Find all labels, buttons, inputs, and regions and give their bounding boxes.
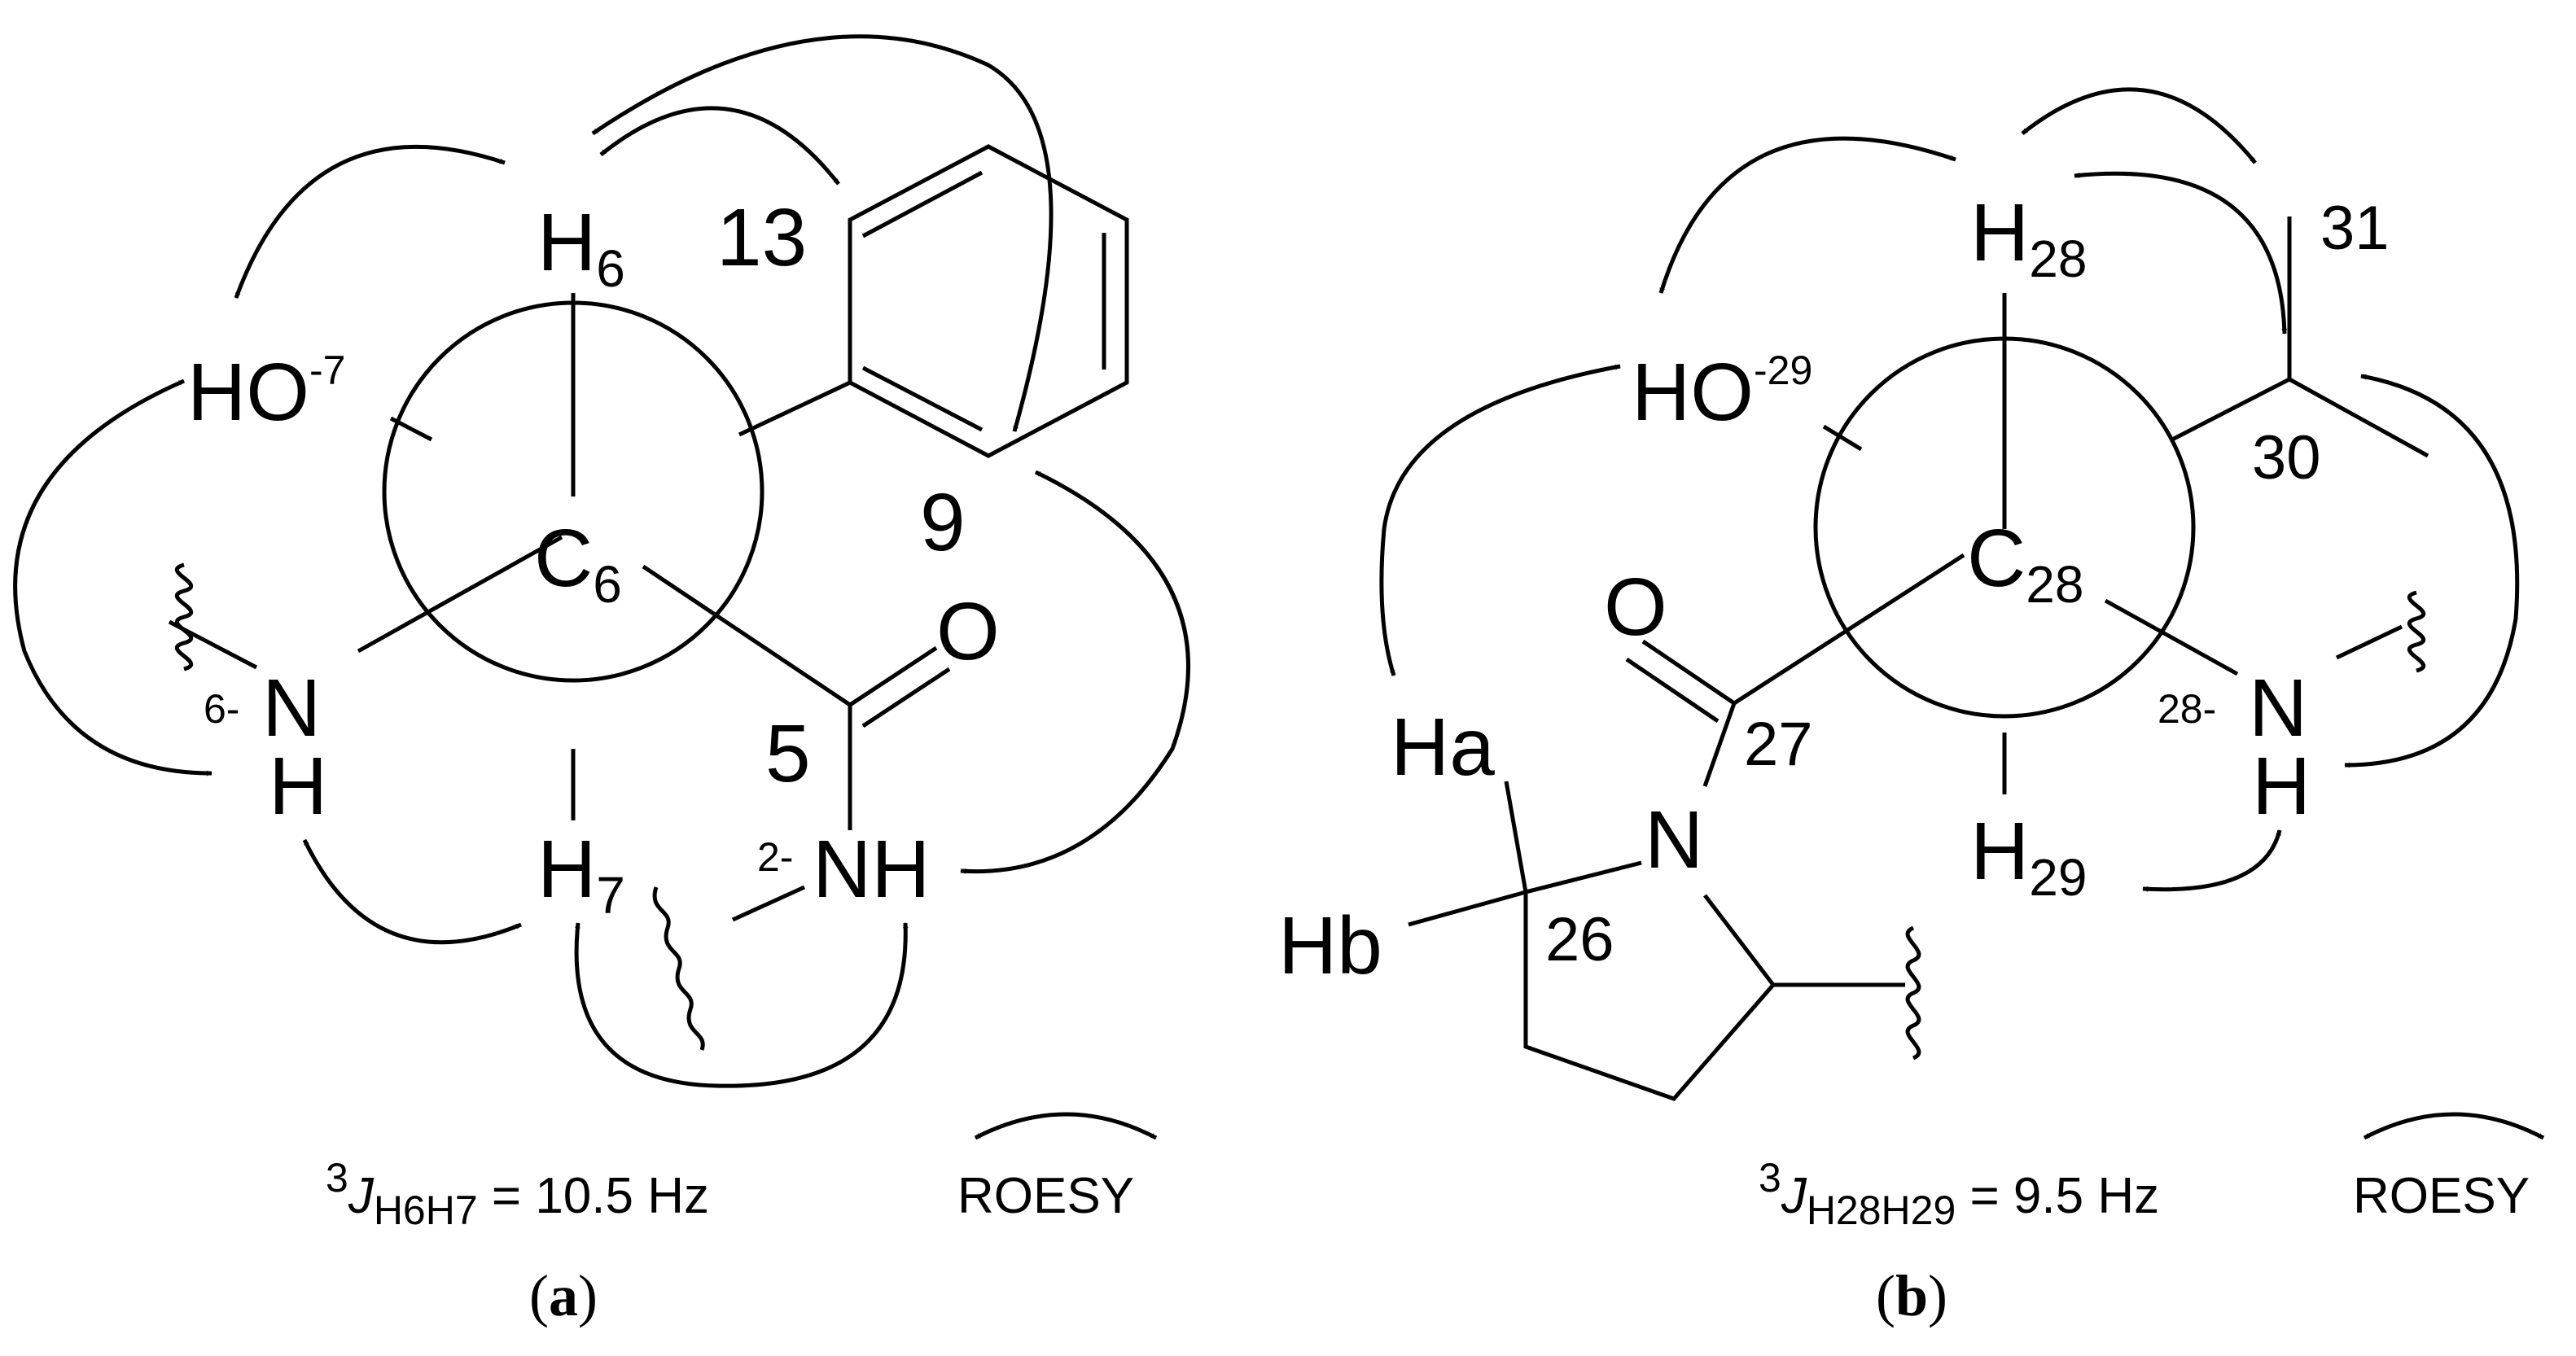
- label-c5: 5: [765, 708, 811, 799]
- proline-nitrogen-label: N: [1645, 794, 1703, 886]
- roesy-correlations-a: [13, 34, 1190, 1088]
- newman-projection-b: [1733, 293, 2291, 794]
- h29-label: H29: [1970, 806, 2087, 907]
- roesy-legend-arrow-a: [974, 1112, 1158, 1140]
- wavy-bond-n6: [175, 562, 193, 671]
- h28-label: H28: [1970, 187, 2087, 288]
- c6-label: C6: [534, 513, 622, 614]
- bond-wavy-n28: [2335, 624, 2403, 660]
- roesy-arrow-h28-c31: [2021, 87, 2257, 164]
- carbonyl-oxygen-label-b: O: [1604, 562, 1667, 653]
- bond-c6-carbonyl: [642, 564, 852, 707]
- label-c30: 30: [2252, 423, 2321, 492]
- roesy-correlations-b: [1379, 87, 2520, 892]
- n28-label: N: [2249, 663, 2307, 754]
- amide-group: [731, 645, 951, 922]
- wavy-bond-n2: [652, 886, 705, 1051]
- label-c13: 13: [716, 192, 807, 283]
- roesy-arrow-c30-nh28: [2344, 374, 2520, 768]
- proline-ring: [1408, 639, 1905, 1101]
- h6-label: H6: [537, 197, 625, 298]
- roesy-arrow-h7-nh2: [574, 922, 909, 1088]
- roesy-arrow-h6-c9: [591, 34, 1054, 432]
- panel-a: H6 13 HO-7 C6 9 O 6- N H 5 H7 2- NH 3JH6…: [13, 34, 1190, 1328]
- bond-c28-n: [2104, 598, 2239, 676]
- panel-a-caption: (a): [529, 1263, 598, 1328]
- roesy-arrow-h6-c13: [599, 106, 840, 186]
- bond-c28-carbonyl: [1733, 553, 1965, 706]
- panel-b: H28 31 HO-29 30 C28 O 27 28- N H Ha N Hb…: [1278, 87, 2545, 1328]
- bond-c26-ha: [1504, 781, 1528, 893]
- ho29-label: HO-29: [1632, 347, 1812, 438]
- h7-label: H7: [537, 824, 625, 925]
- ho7-label: HO-7: [187, 347, 345, 438]
- roesy-arrow-h28-ho29: [1658, 136, 1956, 294]
- n6-prefix: 6-: [204, 686, 239, 732]
- ha-label: Ha: [1391, 702, 1495, 793]
- bond-rear-oh-b: [1822, 424, 1863, 452]
- roesy-arrow-ho29-ha: [1379, 364, 1621, 676]
- roesy-legend-arrow-b: [2363, 1112, 2545, 1140]
- label-c26: 26: [1545, 905, 1614, 974]
- wavy-bond-proline: [1905, 925, 1921, 1061]
- panel-b-caption: (b): [1876, 1263, 1947, 1328]
- bond-c6-n: [357, 535, 563, 654]
- roesy-arrow-h29-nh28: [2142, 829, 2282, 892]
- roesy-arrow-h28-c30: [2074, 171, 2288, 335]
- c28-label: C28: [1967, 513, 2083, 614]
- roesy-arrow-c9-nh2: [960, 470, 1190, 874]
- label-c31: 31: [2320, 194, 2390, 263]
- roesy-legend-a: ROESY: [957, 1168, 1134, 1224]
- coupling-constant-a: 3JH6H7 = 10.5 Hz: [326, 1155, 709, 1233]
- roesy-arrow-nh6-h7: [302, 838, 522, 945]
- bond-rear-isopropyl: [2171, 377, 2291, 442]
- wavy-bond-n28: [2407, 590, 2425, 673]
- bond-rear-phenyl: [738, 380, 852, 437]
- bond-c26-hb: [1408, 890, 1527, 927]
- bond-rear-oh: [389, 416, 433, 442]
- roesy-legend-b: ROESY: [2353, 1168, 2530, 1224]
- n28-prefix: 28-: [2158, 686, 2216, 732]
- hb-label: Hb: [1278, 900, 1382, 991]
- n6-hydrogen-label: H: [269, 741, 327, 832]
- label-c27: 27: [1744, 710, 1813, 779]
- roesy-arrow-h6-ho7: [234, 144, 506, 299]
- phenyl-ring: [848, 144, 1129, 458]
- roesy-arrow-ho7-nh6: [13, 378, 212, 776]
- label-c9: 9: [920, 477, 966, 568]
- carbonyl-oxygen-label: O: [936, 586, 1000, 677]
- n6-label: N: [262, 663, 321, 754]
- nh2-prefix: 2-: [757, 834, 793, 880]
- n28-hydrogen-label: H: [2252, 741, 2311, 832]
- nh2-label: NH: [813, 824, 930, 915]
- coupling-constant-b: 3JH28H29 = 9.5 Hz: [1759, 1155, 2159, 1233]
